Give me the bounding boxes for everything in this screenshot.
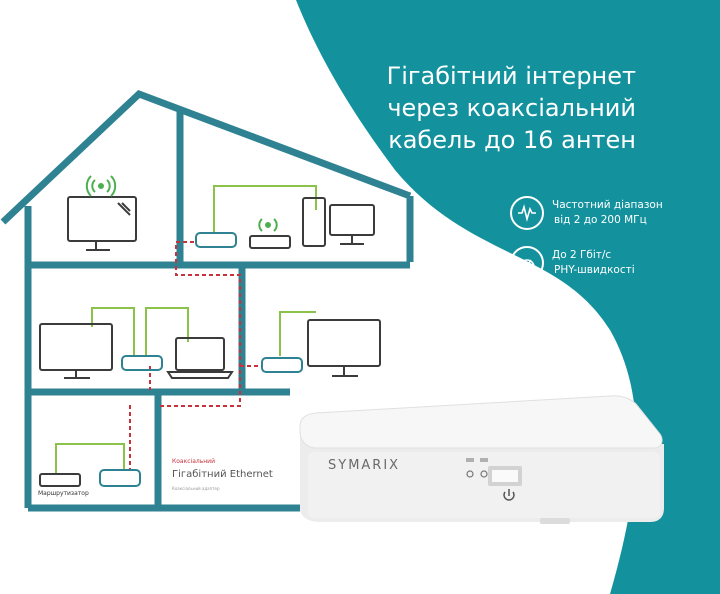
coax-adapter-icon xyxy=(261,357,303,373)
device-brand-logo: SYMARIX xyxy=(328,458,401,473)
waveform-icon xyxy=(510,196,544,230)
router-icon xyxy=(39,473,81,487)
coax-adapter-icon xyxy=(99,469,141,487)
box-small-label: Коаксіальний xyxy=(172,458,215,465)
wifi-router-icon xyxy=(249,235,291,249)
headline: Гігабітний інтернет через коаксіальний к… xyxy=(316,60,636,156)
feature-speed-line-1: До 2 Гбіт/с xyxy=(552,249,612,261)
speedometer-icon xyxy=(510,246,544,280)
tv-icon xyxy=(67,196,137,251)
feature-speed-line-2: PHY-швидкості xyxy=(554,264,635,276)
feature-frequency-line-2: від 2 до 200 МГц xyxy=(554,214,647,226)
feature-speed: До 2 Гбіт/с PHY-швидкості xyxy=(510,246,635,280)
box-fine-print: Коаксіальний адаптер xyxy=(172,486,220,491)
product-device xyxy=(299,395,664,524)
desktop-pc-icon xyxy=(302,197,375,247)
router-label: Маршрутизатор xyxy=(38,490,89,497)
tv-icon xyxy=(307,319,381,377)
wifi-icon xyxy=(85,175,117,197)
house-diagram xyxy=(0,89,414,512)
headline-line-2: через коаксіальний xyxy=(387,94,636,122)
headline-line-3: кабель до 16 антен xyxy=(388,126,636,154)
teal-background xyxy=(296,0,720,594)
coax-adapter-icon xyxy=(121,355,163,371)
wifi-icon xyxy=(258,218,278,232)
ethernet-cables xyxy=(55,185,317,474)
feature-frequency-line-1: Частотний діапазон xyxy=(552,199,663,211)
power-icon xyxy=(503,489,515,501)
coax-adapter-icon xyxy=(195,232,237,248)
laptop-icon xyxy=(166,337,234,379)
feature-frequency: Частотний діапазон від 2 до 200 МГц xyxy=(510,196,663,230)
tv-icon xyxy=(39,323,113,379)
headline-line-1: Гігабітний інтернет xyxy=(386,62,636,90)
box-title: Гігабітний Ethernet xyxy=(172,469,273,480)
house-roof xyxy=(0,89,412,225)
